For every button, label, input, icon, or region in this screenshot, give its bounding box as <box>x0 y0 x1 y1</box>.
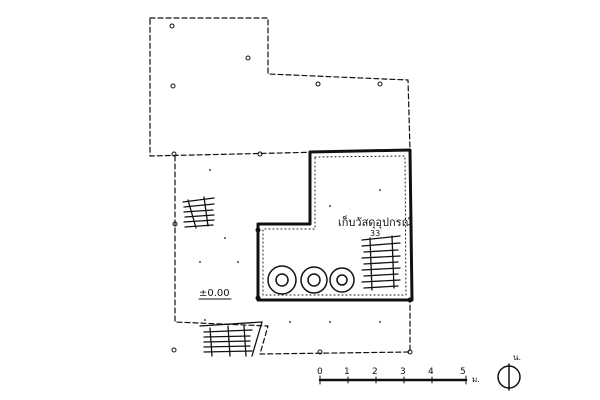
upper-outline-dashed <box>149 17 411 157</box>
scale-tick-3: 3 <box>400 367 406 377</box>
column-markers <box>169 23 413 355</box>
container-circle-2 <box>300 266 328 294</box>
elevation-label: ±0.00 <box>199 288 230 299</box>
container-circle-1 <box>267 265 297 295</box>
scale-bar: 0 1 2 3 4 5 ม. <box>317 367 480 385</box>
container-circle-3 <box>329 267 355 293</box>
storage-room-label: เก็บวัสดุอุปกรณ์ <box>338 215 412 229</box>
scale-unit: ม. <box>472 375 480 384</box>
material-stack-hatch <box>361 235 401 291</box>
construction-dots <box>199 169 381 323</box>
scale-tick-0: 0 <box>317 367 323 377</box>
north-label: น. <box>513 353 521 362</box>
storage-room-label-suffix: 33 <box>370 229 380 238</box>
scale-tick-4: 4 <box>428 367 434 377</box>
scale-tick-2: 2 <box>372 367 378 377</box>
entrance-stair-hatch <box>199 321 263 357</box>
storage-room-outline-dotted <box>262 155 407 296</box>
round-containers <box>267 265 355 295</box>
north-arrow: น. <box>497 353 521 391</box>
stair-hatch-left <box>182 196 215 229</box>
ground-outline-dashed <box>174 155 411 355</box>
scale-tick-1: 1 <box>344 367 350 377</box>
scale-tick-5: 5 <box>460 367 466 377</box>
